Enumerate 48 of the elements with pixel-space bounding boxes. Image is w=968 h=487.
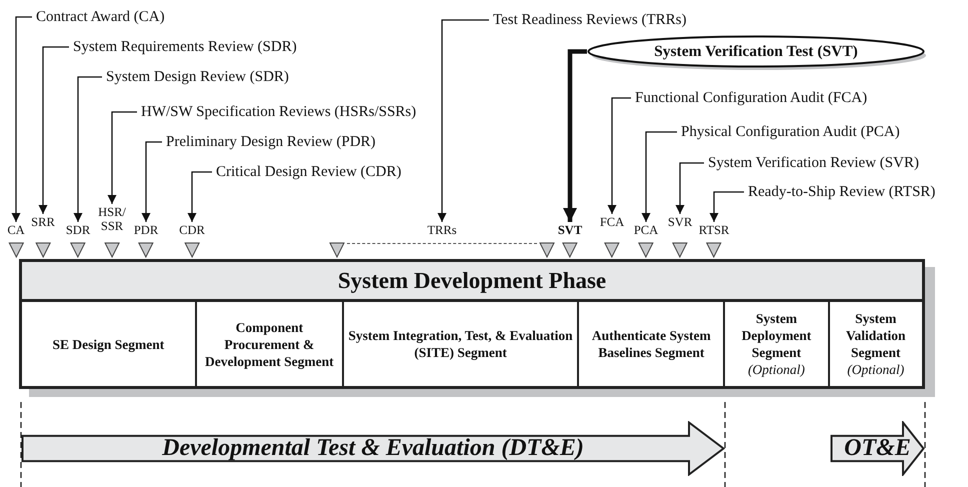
leader-arrow <box>108 111 137 204</box>
callout-text: Test Readiness Reviews (TRRs) <box>493 11 687 29</box>
segment-label: SE Design Segment <box>52 336 164 352</box>
leader-arrow <box>563 49 587 222</box>
segment-note: (Optional) <box>847 361 904 378</box>
callout-text: Functional Configuration Audit (FCA) <box>635 89 868 107</box>
milestone-label: SVR <box>668 215 692 229</box>
milestone-label: PDR <box>134 223 158 237</box>
arrow-label: Developmental Test & Evaluation (DT&E) <box>162 435 584 462</box>
segment-label: System Validation Segment <box>845 310 907 361</box>
leader-arrow <box>188 171 212 222</box>
leader-arrow <box>438 19 489 222</box>
arrow-label: OT&E <box>844 435 911 462</box>
callout-text: Ready-to-Ship Review (RTSR) <box>748 183 936 201</box>
leader-arrow <box>74 76 102 222</box>
callout-text: Critical Design Review (CDR) <box>216 163 402 181</box>
leader-arrow <box>608 97 631 214</box>
callout-text: System Requirements Review (SDR) <box>73 38 297 56</box>
callout-text: Preliminary Design Review (PDR) <box>166 133 376 151</box>
segment-label: System Integration, Test, & Evaluation (SITE) Segment <box>347 327 574 361</box>
callout-text: Physical Configuration Audit (PCA) <box>681 123 900 141</box>
milestone-label: FCA <box>600 215 624 229</box>
leader-arrow <box>710 191 744 222</box>
segment-label: Component Procurement & Development Segment <box>204 318 335 370</box>
milestone-label: SVT <box>558 223 582 237</box>
leader-arrow <box>38 46 69 214</box>
phase-title: System Development Phase <box>22 262 922 302</box>
callout-text: System Verification Review (SVR) <box>708 154 919 172</box>
milestone-label: SDR <box>66 223 90 237</box>
leader-arrow <box>142 141 162 222</box>
milestone-label: CDR <box>179 223 205 237</box>
leader-arrow <box>642 131 677 222</box>
leader-arrow <box>12 16 32 222</box>
callout-text: Contract Award (CA) <box>36 8 165 26</box>
milestone-label: CA <box>7 223 25 237</box>
milestone-label: HSR/ SSR <box>98 205 126 233</box>
segment-label: System Deployment Segment <box>740 310 812 361</box>
leader-arrow <box>676 162 704 214</box>
milestone-label: RTSR <box>698 223 730 237</box>
ellipse-label: System Verification Test (SVT) <box>654 42 858 60</box>
callout-text: HW/SW Specification Reviews (HSRs/SSRs) <box>141 103 416 121</box>
milestone-label: SRR <box>31 215 55 229</box>
segment-label: Authenticate System Baselines Segment <box>590 327 712 361</box>
callout-text: System Design Review (SDR) <box>106 68 289 86</box>
milestone-label: PCA <box>634 223 658 237</box>
segment-note: (Optional) <box>748 361 805 378</box>
milestone-label: TRRs <box>427 223 457 237</box>
phase-box <box>19 259 925 389</box>
